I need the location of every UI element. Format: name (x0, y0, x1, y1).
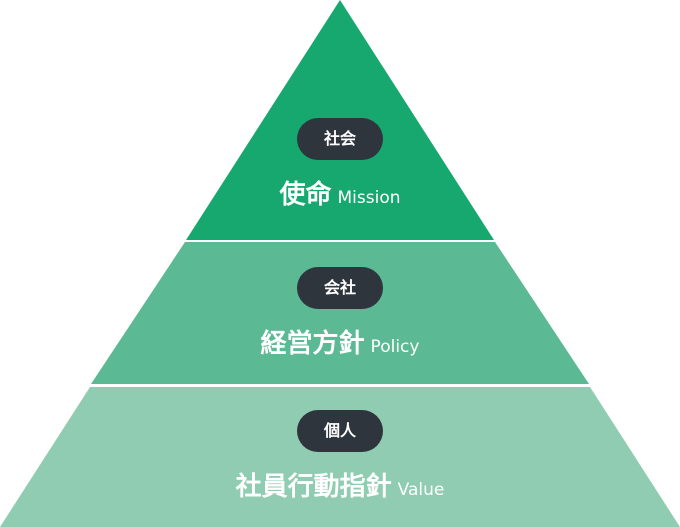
tier-title-ja: 経営方針 (260, 329, 365, 359)
tier-badge: 会社 (297, 267, 383, 309)
tier-bottom-shape (0, 387, 680, 527)
tier-title-ja: 使命 (279, 180, 332, 210)
tier-badge: 社会 (297, 118, 383, 160)
tier-title-en: Value (397, 480, 445, 500)
tier-title-en: Policy (370, 337, 420, 357)
tier-title-en: Mission (337, 188, 401, 208)
tier-middle-shape (91, 242, 589, 384)
tier-badge: 個人 (297, 410, 383, 452)
tier-title-ja: 社員行動指針 (235, 472, 392, 502)
